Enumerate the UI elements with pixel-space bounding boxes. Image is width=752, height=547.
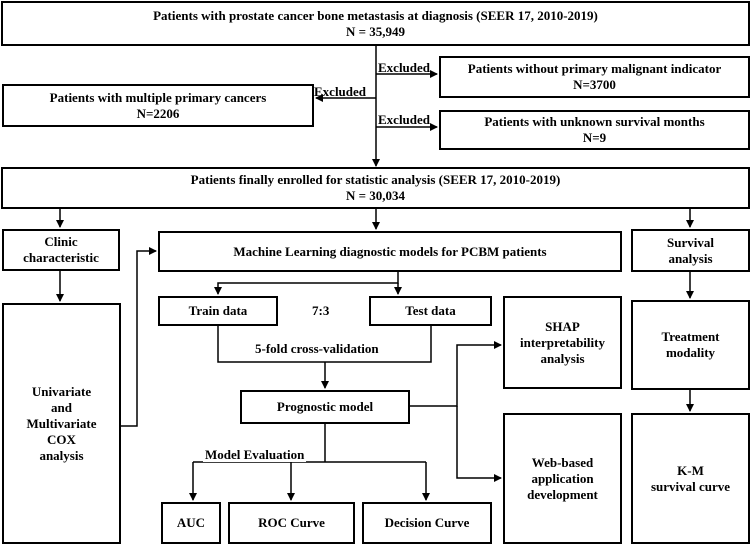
test-data-text: Test data (405, 303, 456, 318)
clinic-line-1: Clinic (44, 234, 78, 249)
clinic-characteristic-box: Clinic characteristic (2, 229, 120, 271)
ml-models-text: Machine Learning diagnostic models for P… (233, 243, 547, 259)
ml-models-box: Machine Learning diagnostic models for P… (158, 231, 622, 272)
web-application-box: Web-based application development (503, 413, 622, 544)
survival-line-2: analysis (668, 250, 713, 266)
km-line-2: survival curve (650, 478, 731, 494)
cox-line-4: COX (47, 431, 76, 447)
test-data-box: Test data (369, 296, 492, 326)
train-data-box: Train data (158, 296, 278, 326)
excluded-no-primary-box: Patients without primary malignant indic… (439, 56, 750, 98)
initial-cohort-title: Patients with prostate cancer bone metas… (153, 7, 598, 23)
cox-line-3: Multivariate (26, 415, 97, 431)
train-data-text: Train data (188, 303, 248, 318)
clinic-line-2: characteristic (23, 250, 99, 265)
model-evaluation-label: Model Evaluation (203, 447, 307, 462)
excluded-label-2: Excluded (314, 84, 367, 99)
excluded-label-3: Excluded (378, 112, 431, 127)
auc-text: AUC (176, 515, 206, 530)
prognostic-model-text: Prognostic model (276, 399, 374, 414)
cross-validation-label: 5-fold cross-validation (255, 341, 379, 356)
split-ratio-label: 7:3 (312, 303, 330, 318)
enrolled-cohort-count: N = 30,034 (345, 188, 406, 203)
excluded-unknown-survival-text: Patients with unknown survival months (484, 114, 705, 129)
shap-line-1: SHAP (545, 318, 580, 334)
excluded-multiple-primary-count: N=2206 (136, 105, 180, 121)
initial-cohort-count: N = 35,949 (345, 23, 406, 39)
km-line-1: K-M (677, 462, 704, 478)
web-line-1: Web-based (531, 454, 594, 470)
enrolled-cohort-box: Patients finally enrolled for statistic … (1, 167, 750, 209)
treatment-line-1: Treatment (661, 329, 720, 344)
web-line-3: development (527, 486, 598, 502)
shap-line-2: interpretability (520, 334, 605, 350)
excluded-label-1: Excluded (378, 60, 431, 75)
km-survival-box: K-M survival curve (631, 413, 750, 544)
survival-analysis-box: Survival analysis (631, 229, 750, 272)
excluded-no-primary-count: N=3700 (573, 77, 616, 92)
decision-curve-text: Decision Curve (384, 515, 470, 530)
auc-box: AUC (161, 502, 221, 544)
cox-line-1: Univariate (31, 383, 92, 399)
excluded-multiple-primary-box: Patients with multiple primary cancers N… (2, 84, 314, 127)
shap-analysis-box: SHAP interpretability analysis (503, 296, 622, 389)
prognostic-model-box: Prognostic model (240, 390, 410, 424)
roc-curve-box: ROC Curve (228, 502, 355, 544)
enrolled-cohort-title: Patients finally enrolled for statistic … (190, 172, 561, 187)
excluded-multiple-primary-text: Patients with multiple primary cancers (49, 89, 267, 105)
treatment-line-2: modality (665, 345, 716, 360)
excluded-no-primary-text: Patients without primary malignant indic… (467, 61, 722, 76)
treatment-modality-box: Treatment modality (631, 300, 750, 390)
cox-line-2: and (51, 399, 72, 415)
initial-cohort-box: Patients with prostate cancer bone metas… (1, 1, 750, 46)
decision-curve-box: Decision Curve (362, 502, 492, 544)
shap-line-3: analysis (540, 350, 585, 366)
excluded-unknown-survival-box: Patients with unknown survival months N=… (439, 110, 750, 150)
web-line-2: application (531, 470, 594, 486)
cox-analysis-box: Univariate and Multivariate COX analysis (2, 303, 121, 544)
survival-line-1: Survival (667, 234, 714, 250)
excluded-unknown-survival-count: N=9 (582, 130, 607, 145)
cox-line-5: analysis (39, 447, 84, 463)
roc-curve-text: ROC Curve (258, 515, 325, 530)
